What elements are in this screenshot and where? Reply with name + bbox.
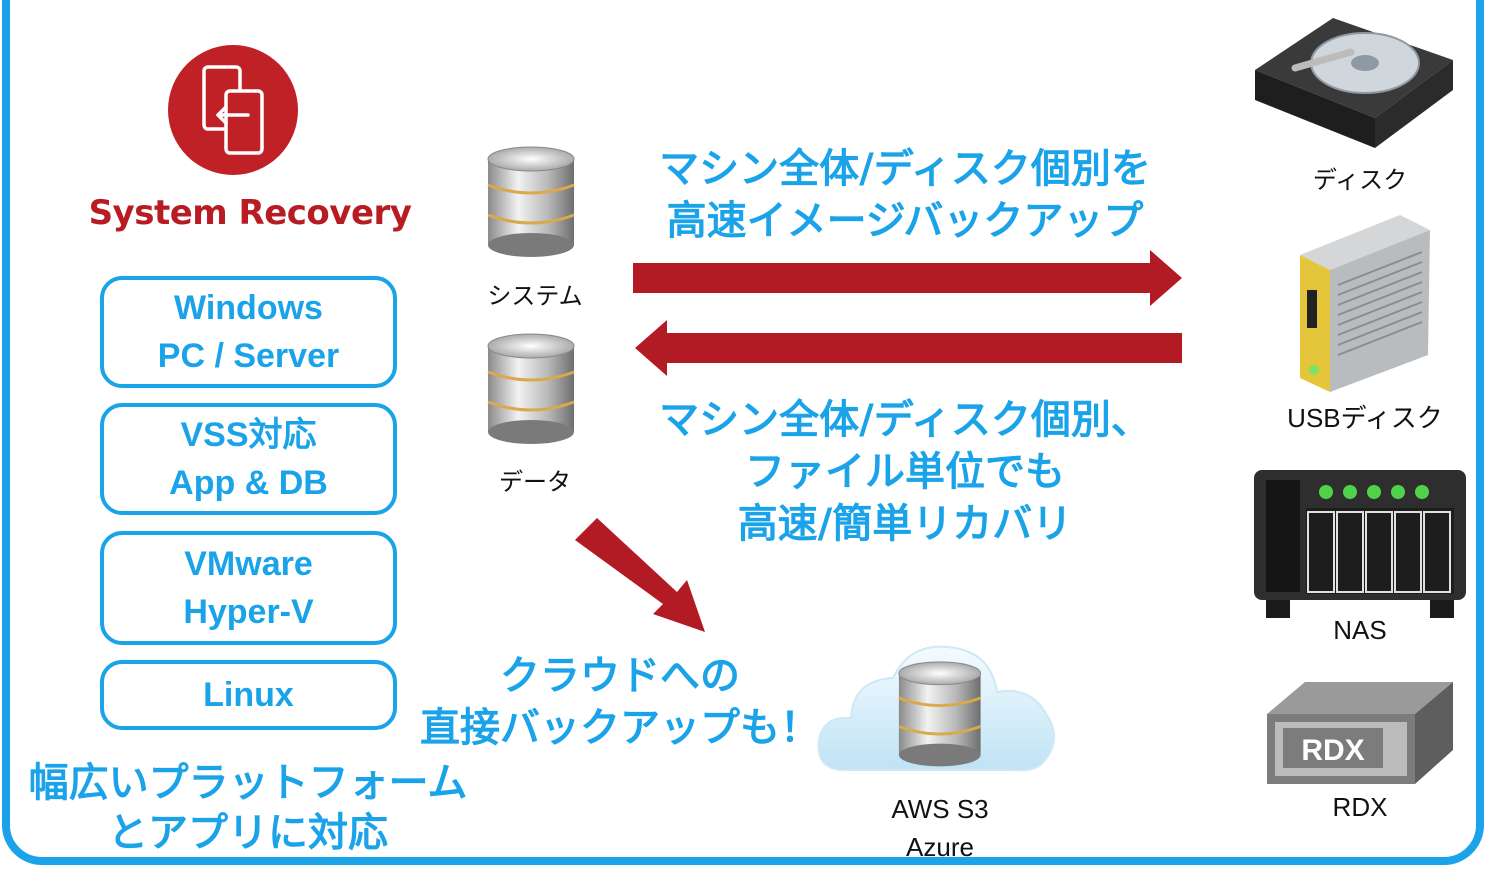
backup-description: マシン全体/ディスク個別を 高速イメージバックアップ [600,143,1210,247]
usb-disk-icon [1300,215,1430,392]
cloud-target-line: Azure [906,832,974,862]
recovery-line: ファイル単位でも [745,449,1065,495]
caption-line: 幅広いプラットフォーム [28,760,468,806]
nas-icon [1254,470,1466,618]
cloud-line: クラウドへの [500,653,740,699]
cloud-line: 直接バックアップも！ [420,705,820,751]
platform-line: Linux [203,676,294,714]
nas-label: NAS [1333,615,1387,645]
rdx-device-icon: RDX [1267,682,1453,784]
platform-line: Windows [174,289,323,327]
platform-box-windows: Windows PC / Server [100,276,397,388]
backup-line: マシン全体/ディスク個別を [659,146,1151,192]
backup-arrow [633,250,1182,306]
platform-box-linux: Linux [100,660,397,730]
rdx-label: RDX [1332,792,1388,822]
system-recovery-logo-icon [168,45,298,175]
platform-box-vss: VSS対応 App & DB [100,403,397,515]
platform-line: Hyper-V [183,593,314,631]
data-label: データ [499,468,571,496]
recovery-line: マシン全体/ディスク個別、 [659,397,1151,443]
platform-line: VSS対応 [180,416,317,454]
diagram-frame [2,0,1484,865]
platform-line: App & DB [169,464,328,502]
backup-line: 高速イメージバックアップ [666,198,1144,244]
usb-label: USBディスク [1287,403,1443,433]
system-database-icon [486,145,576,259]
cloud-target-line: AWS S3 [891,794,989,824]
hard-disk-icon [1255,18,1453,148]
cloud-description: クラウドへの 直接バックアップも！ [410,650,830,754]
recovery-description: マシン全体/ディスク個別、 ファイル単位でも 高速/簡単リカバリ [615,394,1195,550]
platform-caption: 幅広いプラットフォーム とアプリに対応 [18,758,478,858]
caption-line: とアプリに対応 [108,810,388,856]
recovery-arrow [635,320,1182,376]
data-database-icon [486,332,576,446]
rdx-device-text: RDX [1301,734,1364,767]
system-label: システム [487,282,583,310]
cloud-target-label: AWS S3 Azure [860,790,1020,866]
cloud-storage-icon [817,645,1055,772]
platform-line: VMware [184,545,313,583]
recovery-line: 高速/簡単リカバリ [737,501,1073,547]
platform-line: PC / Server [157,337,340,375]
cloud-backup-arrow [575,518,705,632]
platform-box-vmware: VMware Hyper-V [100,531,397,645]
backup-recovery-arrows [633,250,1182,376]
disk-label: ディスク [1312,166,1408,194]
product-title: System Recovery [88,193,412,233]
